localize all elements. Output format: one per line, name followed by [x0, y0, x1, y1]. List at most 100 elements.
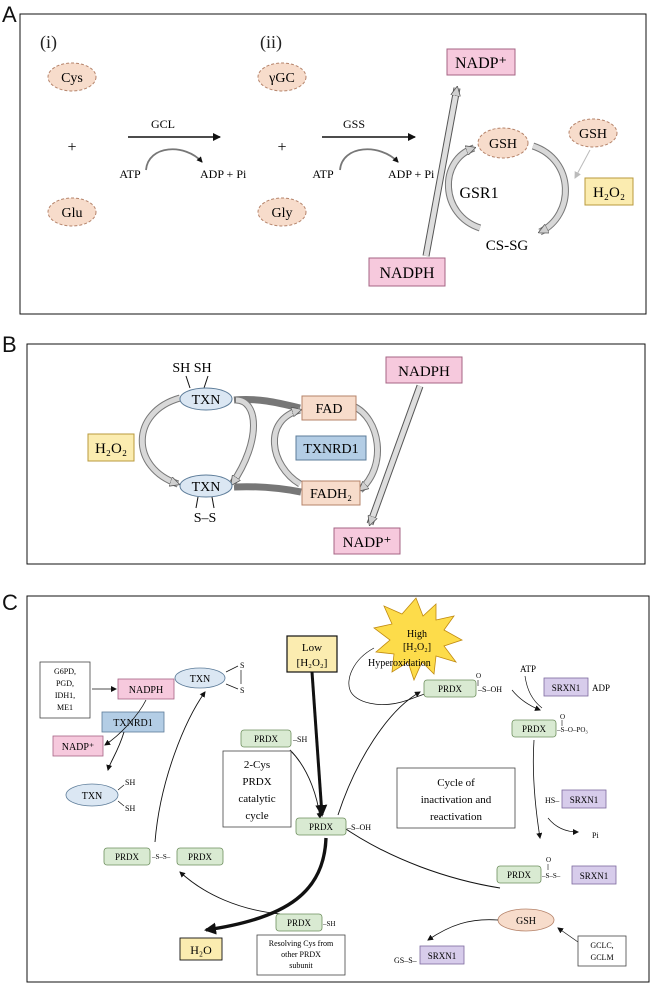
prdx-s-srxn1-link: –S–S– — [541, 872, 561, 880]
txn-top-label: TXN — [192, 393, 221, 408]
ggc-node: γGC — [257, 62, 307, 92]
fad-cycle-arc — [271, 410, 300, 487]
fadh2-to-txn-outline — [233, 483, 302, 496]
gsh-c-label: GSH — [516, 916, 536, 927]
cycle-2cys-line1: 2-Cys — [244, 759, 270, 771]
gs-s-label: GS–S– — [394, 956, 418, 965]
gsh-side-ellipse — [568, 118, 618, 148]
prdx-s-srxn1-rect — [496, 865, 542, 884]
panel-b: B SH SH TXN TXN S–S — [2, 332, 646, 565]
gsr1-label: GSR1 — [459, 185, 498, 202]
resolving-to-ss-arrow — [179, 871, 281, 915]
nadph-box-b: NADPH — [385, 356, 463, 384]
panel-a-frame — [19, 13, 647, 315]
txn-ox-s-bond-bottom — [225, 683, 239, 690]
nadph-label-b: NADPH — [398, 364, 450, 380]
txnrd1-box-b: TXNRD1 — [295, 435, 367, 461]
plus-sign-2: + — [277, 139, 286, 156]
h2o2-box-a: H₂O₂ — [584, 177, 634, 206]
low-h2o2-line2: [H₂O₂] — [297, 657, 328, 669]
nadp-box-c-rect — [52, 735, 104, 757]
prdx-ss-right-rect — [176, 847, 224, 866]
nadp-box-b: NADP⁺ — [333, 527, 401, 555]
h2o2-label-a: H₂O₂ — [593, 185, 625, 201]
nadp-box-c: NADP⁺ — [52, 735, 104, 757]
nadph-box-a: NADPH — [368, 257, 446, 287]
txn-red-sh-bottom: SH — [125, 804, 135, 813]
hyperoxidation-label: Hyperoxidation — [368, 658, 431, 669]
panel-b-letter: B — [2, 332, 17, 357]
gclc-to-gsh-arrow — [557, 927, 579, 943]
pi-release-arrow — [547, 817, 579, 835]
srxn1-b-rect — [561, 789, 607, 809]
txn-red-node: TXN — [65, 783, 119, 807]
high-h2o2-line2: [H₂O₂] — [403, 642, 431, 653]
gcl-atp-label: ATP — [119, 167, 141, 181]
txn-bottom-ellipse — [179, 474, 233, 498]
txn-top-ellipse — [179, 387, 233, 411]
txn-ox-s-bond-top — [225, 665, 239, 673]
shsh-label: SH SH — [172, 361, 211, 376]
gsh-side-node: GSH — [568, 118, 618, 148]
prdx-so2h-o: O — [476, 672, 481, 680]
gsh-to-gs-srxn1-arrow — [427, 919, 499, 941]
gss-atp-curve — [339, 148, 399, 171]
prdx-s-srxn1-node: PRDX –S–S– O — [496, 856, 561, 884]
low-h2o2-box: Low [H₂O₂] — [286, 635, 338, 673]
panel-c-letter: C — [2, 590, 18, 615]
gsh-cycle-label: GSH — [489, 137, 517, 152]
ss-label: S–S — [194, 511, 217, 526]
fad-right-arc — [351, 403, 380, 492]
b-nadph-arrow — [370, 385, 423, 524]
plus-sign-1: + — [67, 139, 76, 156]
gclc-line2: GCLM — [590, 953, 613, 962]
step-ii-label: (ii) — [260, 32, 282, 53]
gclc-box: GCLC, GCLM — [577, 935, 627, 967]
prdx-po3-node: PRDX –S–O–PO₃ O — [511, 713, 588, 738]
low-h2o2-arrow — [310, 671, 328, 817]
gcl-label: GCL — [151, 117, 175, 131]
gsh-side-label: GSH — [579, 127, 607, 142]
adp-label-c: ADP — [592, 683, 610, 693]
prdx-soh-rect — [295, 817, 347, 836]
txn-ox-s-top: S — [240, 661, 244, 670]
prdx-resolving-rect — [275, 913, 323, 932]
nadp-label-a: NADP⁺ — [455, 55, 507, 72]
txnrd1-box-c: TXNRD1 — [101, 711, 165, 733]
ggc-label: γGC — [268, 71, 295, 86]
txn-ox-node: TXN — [174, 667, 226, 689]
prdx-ss-link: –S–S– — [151, 853, 171, 861]
gly-node: Gly — [257, 197, 307, 227]
h2o2-box-a-rect — [584, 177, 634, 206]
cycle-2cys-line4: cycle — [245, 810, 268, 822]
gsh-cycle-node: GSH — [477, 127, 529, 159]
txn-ox-s-bottom: S — [240, 686, 244, 695]
cycle-inact-line1: Cycle of — [437, 777, 475, 789]
srxn1-c-label: SRXN1 — [580, 871, 609, 881]
resolving-line3: subunit — [289, 961, 313, 970]
gsh-cycle-ellipse — [477, 127, 529, 159]
nadp-label-c: NADP⁺ — [62, 742, 95, 753]
prdx-resolving-suffix: –SH — [322, 920, 335, 928]
enzyme-pgd: PGD, — [56, 679, 74, 688]
gss-label: GSS — [343, 117, 365, 131]
resolving-cys-rect — [256, 934, 346, 976]
prdx-resolving-node: PRDX –SH — [275, 913, 335, 932]
cys-node: Cys — [47, 62, 97, 92]
prdx-ss-left-label: PRDX — [115, 852, 140, 862]
nadp-label-b: NADP⁺ — [343, 535, 392, 551]
prdx-po3-suffix: –S–O–PO₃ — [556, 726, 588, 734]
glu-label: Glu — [62, 206, 83, 221]
step-i-label: (i) — [40, 32, 57, 53]
txnrd1-reduce-arrow — [106, 731, 125, 771]
sh-bond-left — [185, 375, 191, 389]
h2o2-label-b: H₂O₂ — [95, 441, 127, 457]
prdx-po3-rect — [511, 719, 557, 738]
h2o2-box-b-rect — [87, 433, 135, 462]
nadph-label-a: NADPH — [379, 265, 435, 282]
gcl-adp-label: ADP + Pi — [200, 167, 247, 181]
high-h2o2-line1: High — [407, 629, 427, 640]
srxn1-d-rect — [419, 945, 465, 965]
glu-ellipse — [47, 197, 97, 227]
txn-bottom-label: TXN — [192, 480, 221, 495]
